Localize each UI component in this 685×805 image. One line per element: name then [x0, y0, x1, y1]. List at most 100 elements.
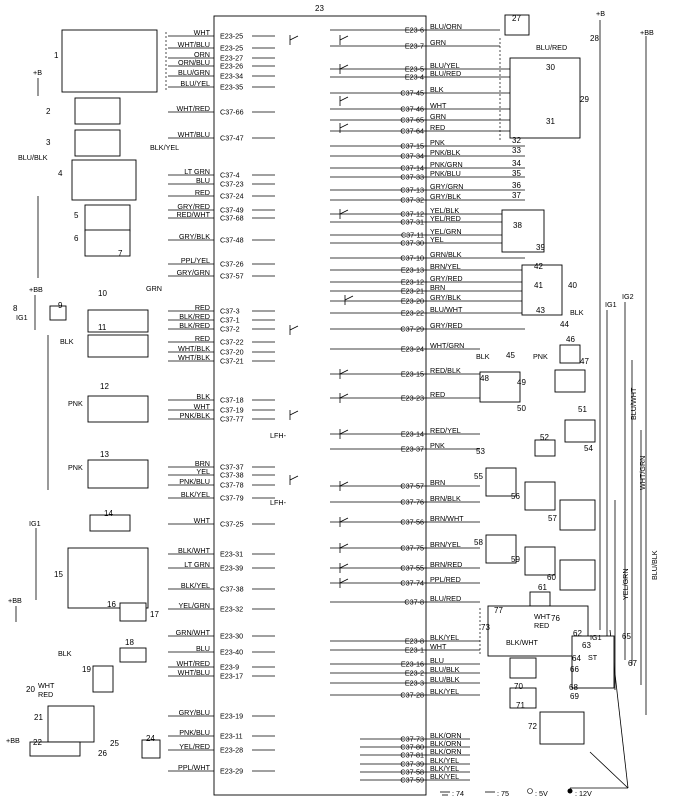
component-box — [84, 204, 131, 232]
component-number: 40 — [568, 281, 577, 290]
left-wire-label: BLK/RED — [179, 312, 210, 321]
component-number: 41 — [534, 281, 543, 290]
component-number: 34 — [512, 159, 521, 168]
component-number: 64 — [572, 654, 581, 663]
right-pin-label: E23-8 — [405, 637, 424, 646]
left-wire-label: GRY/RED — [177, 202, 210, 211]
transistor-mark — [339, 64, 349, 70]
component-box — [539, 711, 585, 745]
component-number: 3 — [46, 138, 51, 147]
supply-label-left-bb: +BB — [29, 285, 43, 294]
right-pin-label: E23-23 — [401, 394, 424, 403]
right-pin-label: E23-15 — [401, 370, 424, 379]
right-pin-label: E23-20 — [401, 297, 424, 306]
component-number: 12 — [100, 382, 109, 391]
supply-label-left-ig1b: IG1 — [29, 519, 41, 528]
transistor-mark — [339, 123, 349, 129]
component-number: 14 — [104, 509, 113, 518]
component-number: 27 — [512, 14, 521, 23]
transistor-mark — [339, 481, 349, 487]
label-blu-blk: BLU/BLK — [18, 153, 48, 162]
left-wire-label: PNK/BLK — [180, 411, 211, 420]
left-pin-label: C37-21 — [220, 357, 244, 366]
right-pin-label: C37-28 — [400, 691, 424, 700]
left-wire-label: RED — [195, 188, 210, 197]
right-wire-label: BLK/YEL — [430, 687, 459, 696]
label-grn-top: GRN — [146, 284, 162, 293]
label-blk-wht-76: BLK/WHT — [506, 638, 539, 647]
right-pin-label: C37-10 — [400, 254, 424, 263]
component-box — [509, 657, 537, 679]
component-number: 8 — [13, 304, 18, 313]
right-wire-label: BLU/YEL — [430, 61, 460, 70]
component-box — [504, 14, 530, 36]
legend-74: : 74 — [452, 789, 464, 798]
left-pin-label: C37-37 — [220, 463, 244, 472]
component-box — [534, 439, 556, 457]
supply-label-left-b: +B — [33, 68, 42, 77]
label-wht-77: WHT — [534, 612, 551, 621]
right-pin-label: E23-22 — [401, 309, 424, 318]
label-v-blu-blk: BLU/BLK — [650, 550, 659, 580]
ecm-label: 23 — [315, 4, 324, 13]
left-wire-label: WHT/BLK — [178, 353, 210, 362]
right-pin-label: C37-76 — [400, 498, 424, 507]
component-number: 44 — [560, 320, 569, 329]
component-box — [559, 559, 596, 591]
transistor-mark — [289, 410, 299, 416]
component-number: 43 — [536, 306, 545, 315]
component-number: 67 — [628, 659, 637, 668]
supply-label-ig2: IG2 — [622, 292, 634, 301]
right-wire-label: YEL/BLK — [430, 206, 459, 215]
component-number: 2 — [46, 107, 51, 116]
left-wire-label: PPL/WHT — [178, 763, 211, 772]
component-box — [92, 665, 114, 693]
left-wire-label: ORN/BLU — [178, 58, 210, 67]
label-wht-20: WHT — [38, 681, 55, 690]
component-number: 13 — [100, 450, 109, 459]
component-number: 42 — [534, 262, 543, 271]
right-wire-label: BLK — [430, 85, 444, 94]
left-wire-label: BLU — [196, 176, 210, 185]
component-number: 51 — [578, 405, 587, 414]
transistor-mark — [339, 517, 349, 523]
component-number: 11 — [98, 323, 107, 332]
component-box — [87, 334, 149, 358]
left-wire-label: GRN/WHT — [176, 628, 211, 637]
right-pin-label: C37-8 — [404, 598, 424, 607]
right-pin-label: C37-57 — [400, 482, 424, 491]
left-pin-label: C37-24 — [220, 192, 244, 201]
component-number: 66 — [570, 665, 579, 674]
component-number: 17 — [150, 610, 159, 619]
component-number: 69 — [570, 692, 579, 701]
component-number: 33 — [512, 146, 521, 155]
component-number: 24 — [146, 734, 155, 743]
left-pin-label: E23-32 — [220, 605, 243, 614]
component-box — [87, 459, 149, 489]
left-wire-label: WHT/BLK — [178, 344, 210, 353]
component-box — [529, 591, 551, 607]
left-wire-label: YEL — [196, 467, 210, 476]
left-pin-label: E23-40 — [220, 648, 243, 657]
left-wire-label: BLK/YEL — [181, 581, 210, 590]
component-box — [87, 395, 149, 423]
right-pin-label: C37-45 — [400, 89, 424, 98]
left-pin-label: E23-34 — [220, 72, 243, 81]
component-number: 65 — [622, 632, 631, 641]
ground-wire-label: BLK/YEL — [430, 772, 459, 781]
right-pin-label: C37-46 — [400, 105, 424, 114]
component-number: 62 — [573, 629, 582, 638]
left-wire-label: BLK/WHT — [178, 546, 211, 555]
left-pin-label: E23-31 — [220, 550, 243, 559]
left-wire-label: BLU/GRN — [178, 68, 210, 77]
label-blk-9: BLK — [60, 337, 74, 346]
component-number: 38 — [513, 221, 522, 230]
component-number: 72 — [528, 722, 537, 731]
left-pin-label: E23-25 — [220, 44, 243, 53]
component-number: 9 — [58, 301, 63, 310]
left-pin-label: C37-77 — [220, 415, 244, 424]
ground-pin-label: C37-58 — [400, 768, 424, 777]
component-number: 71 — [516, 701, 525, 710]
left-pin-label: C37-48 — [220, 236, 244, 245]
left-wire-label: BLK/YEL — [181, 490, 210, 499]
